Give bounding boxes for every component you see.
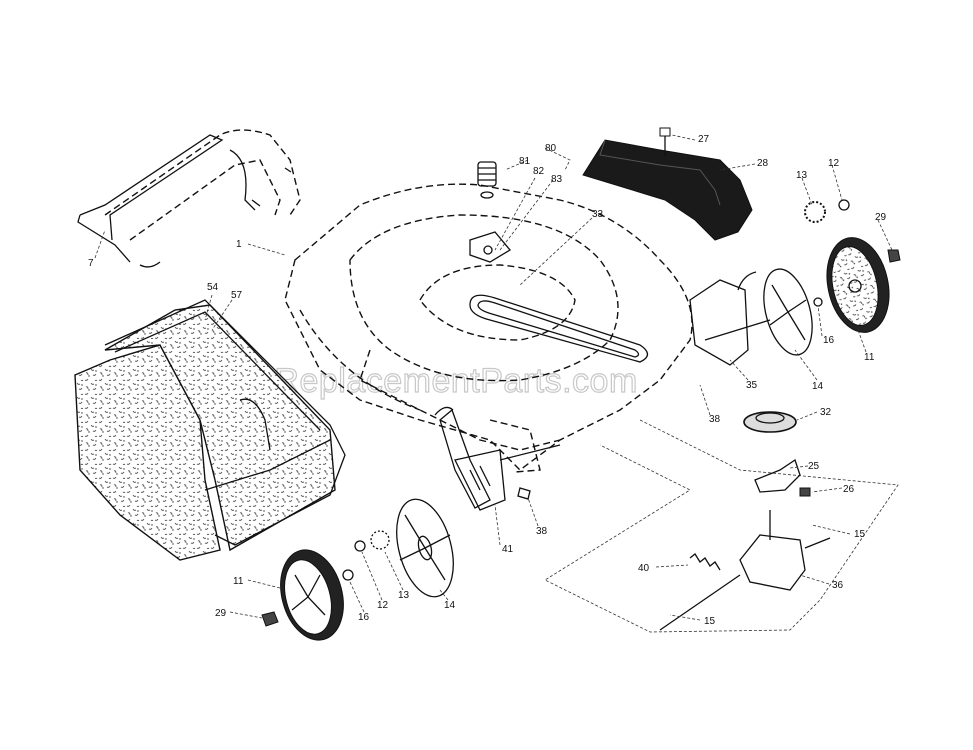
- callout-28: 28: [757, 158, 769, 169]
- callout-57: 57: [231, 290, 243, 301]
- callout-26: 26: [843, 484, 855, 495]
- callout-13: 13: [796, 170, 808, 181]
- callout-38-lower: 38: [536, 526, 548, 537]
- callout-12-lower: 12: [377, 600, 389, 611]
- right-wheel-assembly: [689, 199, 901, 366]
- leader-lines: [94, 134, 893, 621]
- left-wheel-drive: [342, 406, 561, 598]
- callout-81: 81: [519, 156, 531, 167]
- rear-flap: [582, 127, 753, 241]
- callout-33: 33: [592, 209, 604, 220]
- callout-7: 7: [88, 258, 94, 269]
- callout-15-lower: 15: [704, 616, 716, 627]
- callout-13-lower: 13: [398, 590, 410, 601]
- callout-14-lower: 14: [444, 600, 456, 611]
- mower-deck: [284, 183, 693, 473]
- callout-32: 32: [820, 407, 832, 418]
- callout-16-lower: 16: [358, 612, 370, 623]
- callout-82: 82: [533, 166, 545, 177]
- callout-41: 41: [502, 544, 514, 555]
- left-wheel: [261, 549, 344, 641]
- callout-36: 36: [832, 580, 844, 591]
- callout-labels: 7 1 54 57 80 81 82 83 33 27 28 13 12 29 …: [88, 134, 887, 627]
- callout-35: 35: [746, 380, 758, 391]
- callout-83: 83: [551, 174, 563, 185]
- watermark-text: eReplacementParts.com: [255, 362, 638, 400]
- callout-27: 27: [698, 134, 710, 145]
- callout-25: 25: [808, 461, 820, 472]
- transmission-assembly: [544, 411, 899, 633]
- callout-16: 16: [823, 335, 835, 346]
- grass-catcher: [74, 299, 346, 561]
- callout-12: 12: [828, 158, 840, 169]
- callout-14: 14: [812, 381, 824, 392]
- callout-15: 15: [854, 529, 866, 540]
- callout-29-lower: 29: [215, 608, 227, 619]
- callout-11-lower: 11: [233, 576, 244, 587]
- callout-40: 40: [638, 563, 650, 574]
- callout-11: 11: [864, 352, 875, 363]
- callout-38: 38: [709, 414, 721, 425]
- callout-80: 80: [545, 143, 557, 154]
- callout-54: 54: [207, 282, 219, 293]
- handle-assembly: [77, 129, 301, 268]
- spark-plug-cover: [469, 161, 511, 263]
- callout-29: 29: [875, 212, 887, 223]
- drive-belt: [469, 294, 649, 363]
- callout-1: 1: [236, 239, 242, 250]
